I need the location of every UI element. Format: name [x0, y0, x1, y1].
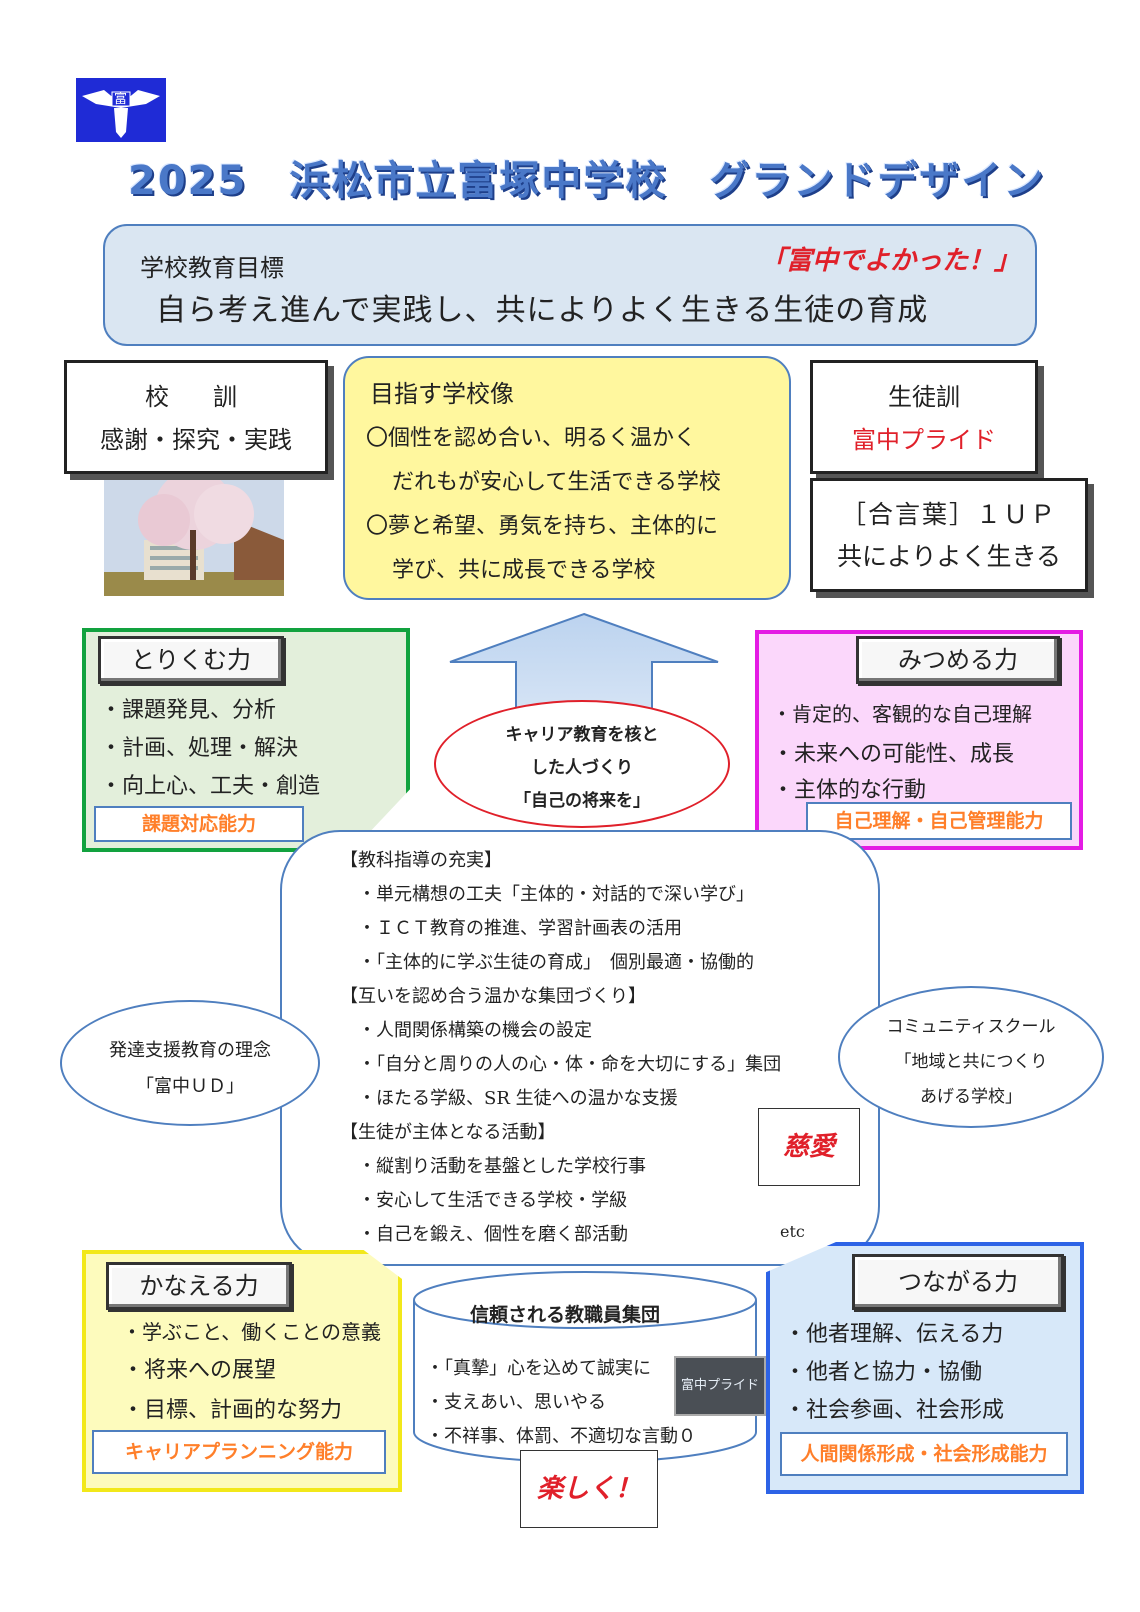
ideal-school-line: 〇夢と希望、勇気を持ち、主体的に	[366, 514, 719, 539]
mitsumeru-item: ・主体的な行動	[772, 778, 927, 803]
career-line: 「自己の将来を」	[514, 791, 650, 811]
kokun-box: 校 訓 感謝・探究・実践	[64, 360, 328, 474]
kanaeru-item: ・学ぶこと、働くことの意義	[122, 1320, 381, 1344]
staff-item: ・不祥事、体罰、不適切な言動０	[426, 1426, 696, 1447]
mitsumeru-item: ・肯定的、客観的な自己理解	[772, 702, 1032, 726]
aikotoba-box: ［合言葉］１ＵＰ 共によりよく生きる	[810, 478, 1088, 592]
tsunagaru-item: ・他者と協力・協働	[784, 1360, 983, 1385]
section-item: ・「自分と周りの人の心・体・命を大切にする」集団	[358, 1054, 782, 1075]
torikumu-item: ・計画、処理・解決	[100, 736, 299, 761]
goal-text: 自ら考え進んで実践し、共によりよく生きる生徒の育成	[156, 293, 929, 328]
tsunagaru-item: ・他者理解、伝える力	[784, 1322, 1004, 1347]
section-item: ・自己を鍛え、個性を磨く部活動	[358, 1224, 628, 1245]
school-logo: 富	[76, 78, 166, 142]
section-item: ・縦割り活動を基盤とした学校行事	[358, 1156, 646, 1177]
section-item: ・安心して生活できる学校・学級	[358, 1190, 628, 1211]
seitokun-text: 富中プライド	[852, 426, 996, 454]
seitokun-title: 生徒訓	[888, 383, 960, 411]
aikotoba-text: 共によりよく生きる	[836, 542, 1061, 571]
staff-item: ・「真摯」心を込めて誠実に	[426, 1358, 651, 1379]
section-item: ・ＩＣＴ教育の推進、学習計画表の活用	[358, 918, 682, 939]
cherry-tree-photo	[104, 480, 284, 596]
section-item: ・単元構想の工夫「主体的・対話的で深い学び」	[358, 884, 754, 905]
ideal-school-title: 目指す学校像	[370, 380, 514, 408]
hattatsu-line: 「富中ＵＤ」	[136, 1076, 244, 1097]
kanaeru-item: ・目標、計画的な努力	[122, 1398, 343, 1423]
ideal-school-line: 〇個性を認め合い、明るく温かく	[366, 426, 697, 451]
section-item: ・ほたる学級、SR 生徒への温かな支援	[358, 1088, 678, 1109]
torikumu-item: ・課題発見、分析	[100, 698, 277, 723]
tsunagaru-tag: 人間関係形成・社会形成能力	[780, 1432, 1068, 1476]
logo-text: 富	[114, 92, 128, 107]
section-heading: 【生徒が主体となる活動】	[340, 1122, 556, 1143]
staff-cylinder	[412, 1270, 758, 1464]
section-item: ・「主体的に学ぶ生徒の育成」 個別最適・協働的	[358, 952, 754, 973]
career-line: キャリア教育を核と	[505, 725, 659, 745]
section-heading: 【教科指導の充実】	[340, 850, 502, 871]
mitsumeru-item: ・未来への可能性、成長	[772, 742, 1015, 767]
pride-nameplate: 富中プライド	[674, 1356, 766, 1416]
etc-label: etc	[780, 1222, 805, 1241]
mitsumeru-tag: 自己理解・自己管理能力	[806, 802, 1072, 840]
goal-label: 学校教育目標	[140, 254, 284, 282]
kokun-text: 感謝・探究・実践	[100, 426, 292, 454]
hattatsu-line: 発達支援教育の理念	[109, 1040, 271, 1061]
hattatsu-ellipse: 発達支援教育の理念 「富中ＵＤ」	[60, 1000, 320, 1126]
community-line: 「地域と共につくり	[894, 1052, 1048, 1072]
torikumu-item: ・向上心、工夫・創造	[100, 774, 321, 799]
section-item: ・人間関係構築の機会の設定	[358, 1020, 592, 1041]
career-education-ellipse: キャリア教育を核と した人づくり 「自己の将来を」	[434, 700, 730, 828]
kanaeru-item: ・将来への展望	[122, 1358, 277, 1383]
ideal-school-line: だれもが安心して生活できる学校	[392, 470, 721, 495]
goal-slogan: 「富中でよかった！」	[760, 246, 1021, 276]
kanaeru-tag: キャリアプランニング能力	[92, 1430, 386, 1474]
page-title: 2025 浜松市立富塚中学校 グランドデザイン	[128, 158, 1046, 204]
jiai-box: 慈愛	[758, 1108, 860, 1186]
torikumu-tag: 課題対応能力	[94, 806, 304, 842]
tanoshiku-box: 楽しく！	[520, 1450, 658, 1528]
central-initiatives-box	[280, 830, 880, 1266]
torikumu-title: とりくむ力	[98, 636, 284, 684]
ideal-school-box	[343, 356, 791, 600]
tsunagaru-title: つながる力	[852, 1254, 1064, 1310]
staff-item: ・支えあい、思いやる	[426, 1392, 606, 1413]
mitsumeru-title: みつめる力	[856, 636, 1060, 684]
kokun-title: 校 訓	[145, 383, 247, 411]
aikotoba-title: ［合言葉］１ＵＰ	[840, 500, 1057, 529]
career-line: した人づくり	[531, 758, 633, 778]
community-school-ellipse: コミュニティスクール 「地域と共につくり あげる学校」	[838, 986, 1104, 1128]
ideal-school-line: 学び、共に成長できる学校	[392, 558, 656, 583]
seitokun-box: 生徒訓 富中プライド	[810, 360, 1038, 474]
section-heading: 【互いを認め合う温かな集団づくり】	[340, 986, 646, 1007]
school-goal-box	[103, 224, 1037, 346]
community-line: コミュニティスクール	[886, 1017, 1056, 1037]
community-line: あげる学校」	[920, 1087, 1022, 1107]
tsunagaru-item: ・社会参画、社会形成	[784, 1398, 1005, 1423]
kanaeru-title: かなえる力	[106, 1262, 292, 1310]
staff-title: 信頼される教職員集団	[470, 1304, 661, 1326]
